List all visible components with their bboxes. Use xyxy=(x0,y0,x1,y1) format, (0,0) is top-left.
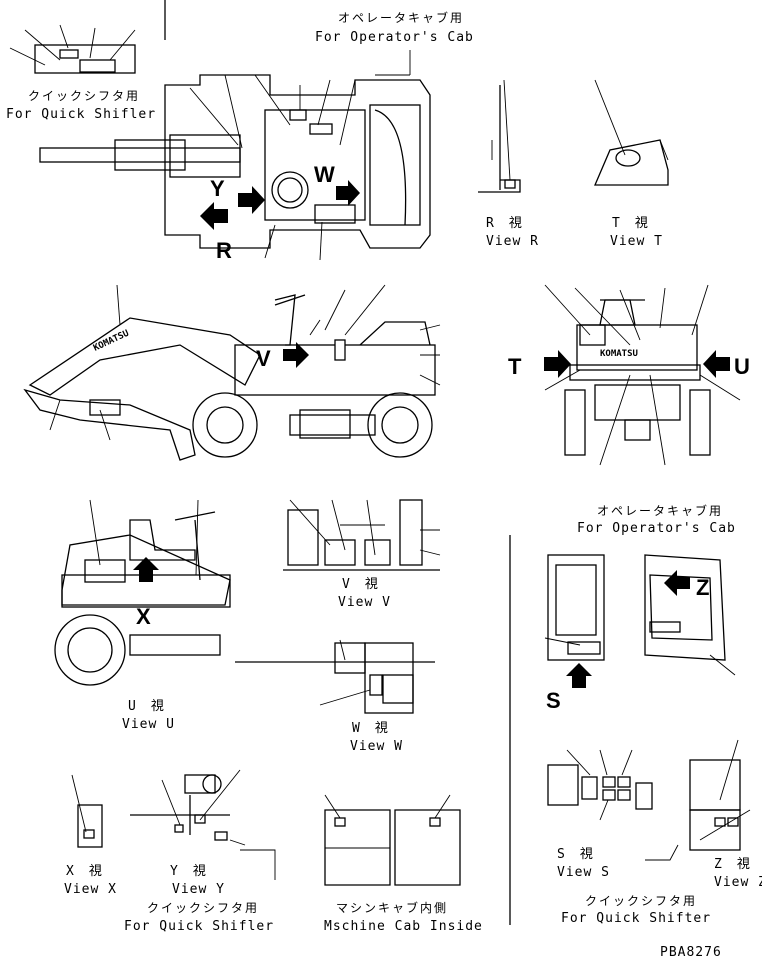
view-x-en: View X xyxy=(64,882,117,897)
view-s-en: View S xyxy=(557,865,610,880)
caption-quick-shifter-right-jp: クイックシフタ用 xyxy=(585,894,697,908)
view-y-en: View Y xyxy=(172,882,225,897)
caption-operator-cab-top-en: For Operator's Cab xyxy=(315,30,474,45)
arrow-letter-u: U xyxy=(734,354,750,379)
view-z-figure xyxy=(645,739,751,861)
view-u-en: View U xyxy=(122,717,175,732)
arrow-u-icon xyxy=(703,350,730,378)
arrow-w-icon xyxy=(336,180,360,206)
caption-machine-cab-inside-jp: マシンキャブ内側 xyxy=(336,900,448,915)
view-t-en: View T xyxy=(610,234,663,249)
view-z-en: View Z xyxy=(714,875,762,890)
machine-cab-inside-figure xyxy=(324,794,461,886)
arrow-z-icon xyxy=(664,570,690,596)
front-view-machine: KOMATSU T U xyxy=(508,284,750,466)
view-x-figure xyxy=(71,774,103,848)
arrow-letter-y: Y xyxy=(210,176,225,201)
view-r-jp: R 視 xyxy=(486,216,523,231)
arrow-r-icon xyxy=(200,202,228,230)
arrow-letter-t: T xyxy=(508,354,522,379)
view-v-jp: V 視 xyxy=(342,577,379,592)
view-z-jp: Z 視 xyxy=(714,857,751,872)
arrow-t-icon xyxy=(544,350,571,378)
arrow-letter-s: S xyxy=(546,688,561,713)
view-r-figure xyxy=(478,79,521,193)
caption-quick-shifter-right-en: For Quick Shifter xyxy=(561,911,711,926)
view-w-jp: W 視 xyxy=(352,721,389,736)
caption-quick-shifter-bottom-jp: クイックシフタ用 xyxy=(147,901,259,915)
counterweight-logo-text: KOMATSU xyxy=(600,349,638,359)
view-t-jp: T 視 xyxy=(612,216,649,231)
view-s-figure xyxy=(547,749,653,821)
view-u-figure: X xyxy=(54,499,231,686)
arrow-letter-v: V xyxy=(256,346,271,371)
plan-view-machine: Y W R xyxy=(9,0,431,263)
view-u-jp: U 視 xyxy=(128,699,165,714)
arrow-letter-r: R xyxy=(216,238,232,263)
arrow-s-icon xyxy=(566,663,592,688)
view-w-figure xyxy=(235,639,435,714)
caption-operator-cab-right-en: For Operator's Cab xyxy=(577,521,736,536)
arrow-letter-x: X xyxy=(136,604,151,629)
arrow-v-icon xyxy=(283,342,309,368)
view-x-jp: X 視 xyxy=(66,864,103,879)
view-y-jp: Y 視 xyxy=(170,864,207,879)
view-t-figure xyxy=(594,79,669,186)
side-view-machine: KOMATSU V xyxy=(23,284,441,461)
boom-logo-text: KOMATSU xyxy=(92,329,131,354)
caption-quick-shifter-top-jp: クイックシフタ用 xyxy=(28,89,140,103)
caption-machine-cab-inside-en: Mschine Cab Inside xyxy=(324,919,483,934)
caption-quick-shifter-top-en: For Quick Shifler xyxy=(6,107,156,122)
arrow-x-icon xyxy=(133,557,159,582)
arrow-letter-w: W xyxy=(314,162,335,187)
view-s-jp: S 視 xyxy=(557,847,594,862)
caption-operator-cab-top-jp: オペレータキャブ用 xyxy=(338,10,464,25)
caption-operator-cab-right-jp: オペレータキャブ用 xyxy=(597,503,723,518)
operator-cab-figures xyxy=(544,554,736,688)
quick-shifter-inset-top xyxy=(9,24,136,74)
view-v-en: View V xyxy=(338,595,391,610)
arrow-letter-z: Z xyxy=(696,575,709,600)
view-v-figure xyxy=(283,499,441,571)
part-number: PBA8276 xyxy=(660,945,722,960)
caption-quick-shifter-bottom-en: For Quick Shifler xyxy=(124,919,274,934)
view-y-figure xyxy=(130,769,276,880)
view-w-en: View W xyxy=(350,739,403,754)
arrow-y-icon xyxy=(238,186,265,214)
view-r-en: View R xyxy=(486,234,539,249)
